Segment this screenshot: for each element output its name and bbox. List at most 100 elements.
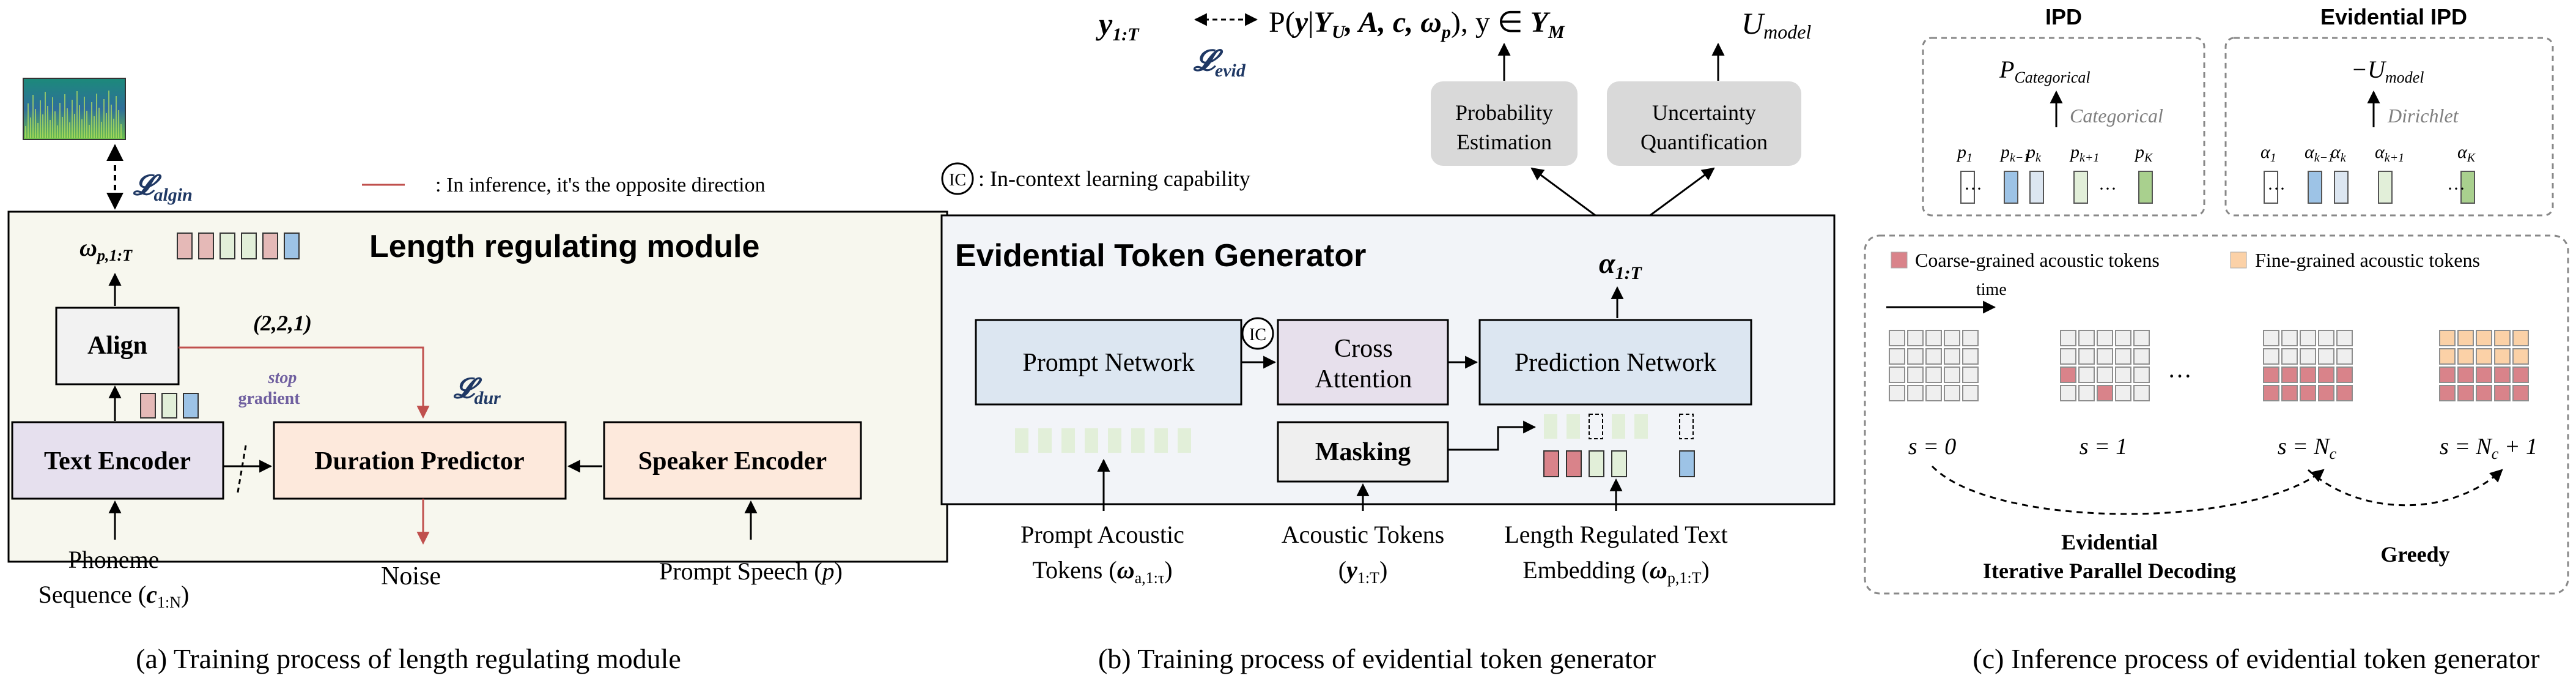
token-cell bbox=[2318, 385, 2334, 401]
token-cell bbox=[2263, 348, 2279, 365]
token-cell bbox=[2097, 330, 2113, 346]
token-grid-1 bbox=[2060, 330, 2150, 401]
prompt-tokens-label-1: Prompt Acoustic bbox=[1020, 521, 1184, 548]
token-cell bbox=[1889, 330, 1905, 346]
text-encoder-box bbox=[11, 421, 224, 500]
token-cell bbox=[1925, 367, 1942, 383]
distribution-bar bbox=[2308, 171, 2322, 204]
stop-gradient-label-1: stop bbox=[268, 368, 297, 387]
token-cell bbox=[1962, 367, 1979, 383]
panel-a: 𝓛algin : In inference, it's the opposite… bbox=[7, 78, 948, 674]
speaker-encoder-label: Speaker Encoder bbox=[638, 447, 827, 475]
token-cell bbox=[1889, 348, 1905, 365]
masking-output-arrow bbox=[1448, 420, 1537, 451]
caption-c: (c) Inference process of evidential toke… bbox=[1973, 643, 2539, 674]
token-cell bbox=[2115, 330, 2131, 346]
categorical-label: Categorical bbox=[2070, 105, 2163, 127]
token-cell bbox=[1962, 348, 1979, 365]
distribution-bar bbox=[2334, 171, 2349, 204]
token-cell bbox=[1944, 385, 1960, 401]
token-cell bbox=[2281, 348, 2298, 365]
u-model-label: Umodel bbox=[1741, 6, 1811, 43]
token-cell bbox=[2336, 330, 2353, 346]
token-cell bbox=[2439, 385, 2456, 401]
token-cell bbox=[2060, 385, 2076, 401]
phoneme-label-2: Sequence (c1:N) bbox=[39, 581, 190, 611]
token-cell bbox=[2060, 330, 2076, 346]
token-cell bbox=[2115, 367, 2131, 383]
fine-legend-text: Fine-grained acoustic tokens bbox=[2255, 249, 2480, 271]
loss-align-label: 𝓛algin bbox=[133, 169, 193, 205]
decoding-process-box bbox=[1864, 234, 2569, 595]
caption-b: (b) Training process of evidential token… bbox=[1098, 643, 1656, 674]
token-grids bbox=[1889, 330, 2529, 401]
token-cell bbox=[1962, 330, 1979, 346]
distribution-bar bbox=[2073, 171, 2088, 204]
token-cell bbox=[1889, 367, 1905, 383]
step-label-0: s = 0 bbox=[1908, 434, 1956, 460]
evidential-ipd-box bbox=[2224, 37, 2554, 217]
greedy-curve-arrow bbox=[2307, 469, 2503, 507]
ic-legend-text: : In-context learning capability bbox=[978, 166, 1250, 191]
token-cell bbox=[1925, 385, 1942, 401]
token-cell bbox=[1944, 367, 1960, 383]
text-embedding-tokens bbox=[140, 393, 199, 419]
lr-embedding-label-1: Length Regulated Text bbox=[1504, 521, 1727, 548]
token-cell bbox=[2457, 367, 2474, 383]
eipd-ellipsis-1: ··· bbox=[2267, 179, 2286, 199]
distribution-bar bbox=[2378, 171, 2393, 204]
distribution-bar bbox=[2460, 171, 2475, 204]
masking-label: Masking bbox=[1315, 438, 1411, 466]
probability-expression: P(y|YU, A, c, ωp), y ∈ YM bbox=[1269, 6, 1565, 42]
token-cell bbox=[1907, 330, 1924, 346]
token-cell bbox=[1925, 348, 1942, 365]
stop-gradient-label-2: gradient bbox=[238, 389, 300, 408]
distribution-bar-label: α1 bbox=[2260, 142, 2276, 165]
token-cell bbox=[2318, 348, 2334, 365]
alpha-label: α1:T bbox=[1599, 247, 1643, 283]
token-cell bbox=[2078, 330, 2095, 346]
y-target-label: y1:T bbox=[1096, 7, 1140, 45]
token-cell bbox=[2281, 367, 2298, 383]
token-cell bbox=[2476, 348, 2492, 365]
probability-estimation-box bbox=[1431, 81, 1578, 166]
acoustic-tokens-label-2: (y1:T) bbox=[1338, 556, 1388, 587]
unc-label-1: Uncertainty bbox=[1652, 100, 1756, 125]
prediction-network-label: Prediction Network bbox=[1515, 349, 1716, 377]
eipd-label-1: Evidential bbox=[2061, 530, 2158, 554]
ipd-ellipsis-2: ··· bbox=[2098, 179, 2117, 199]
token-cell bbox=[2494, 367, 2511, 383]
masked-token-row bbox=[1544, 414, 1694, 439]
lr-embedding-label-2: Embedding (ωp,1:T) bbox=[1522, 556, 1710, 587]
dirichlet-label: Dirichlet bbox=[2387, 105, 2459, 127]
text-embedding-token-row bbox=[1543, 450, 1695, 477]
prob-est-label-1: Probability bbox=[1455, 100, 1553, 125]
token-cell bbox=[2133, 348, 2150, 365]
distribution-bar bbox=[1960, 171, 1975, 204]
token-cell bbox=[2263, 367, 2279, 383]
neg-u-model-label: −Umodel bbox=[2351, 56, 2424, 86]
token-cell bbox=[2133, 367, 2150, 383]
step-label-1: s = 1 bbox=[2080, 434, 2127, 460]
token-cell bbox=[2476, 330, 2492, 346]
token-cell bbox=[1889, 385, 1905, 401]
length-regulating-module-box bbox=[7, 210, 948, 563]
token-cell bbox=[1944, 330, 1960, 346]
distribution-bar-label: p1 bbox=[1956, 142, 1973, 165]
omega-label: ωp,1:T bbox=[79, 234, 133, 264]
legend-inference-text: : In inference, it's the opposite direct… bbox=[435, 174, 766, 196]
token-cell bbox=[2494, 330, 2511, 346]
token-cell bbox=[2336, 367, 2353, 383]
token-cell bbox=[2281, 330, 2298, 346]
p-categorical-label: PCategorical bbox=[1999, 56, 2091, 86]
length-regulating-module-title: Length regulating module bbox=[369, 229, 759, 264]
token-cell bbox=[2078, 367, 2095, 383]
panel-c: IPD Evidential IPD PCategorical Categori… bbox=[1864, 4, 2569, 674]
token-cell bbox=[2494, 348, 2511, 365]
token-cell bbox=[2494, 385, 2511, 401]
fine-legend-swatch bbox=[2230, 251, 2247, 269]
coarse-legend-swatch bbox=[1891, 251, 1908, 269]
ic-symbol-text: IC bbox=[949, 171, 966, 190]
